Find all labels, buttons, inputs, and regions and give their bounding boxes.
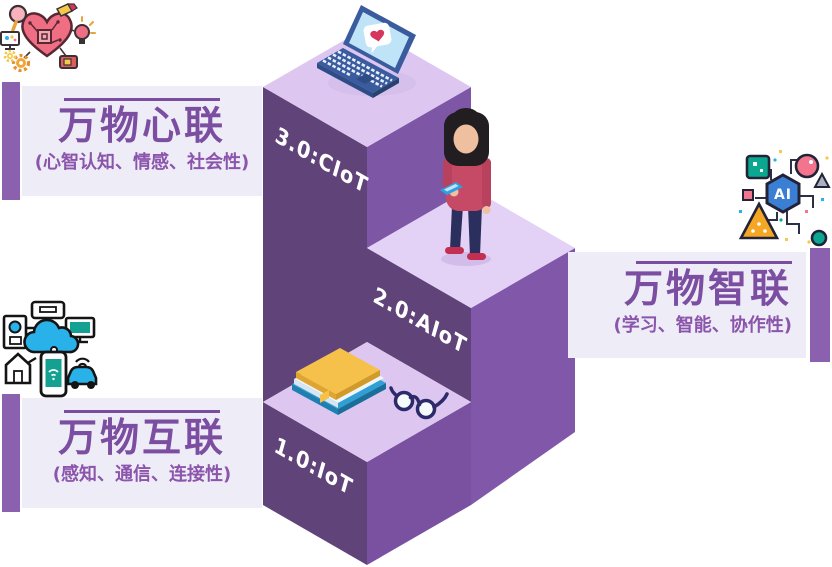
doorbell-camera-icon (2, 314, 28, 350)
callout-smart-bar (810, 248, 830, 362)
person-right-leg (468, 206, 482, 256)
step2-front-face (367, 248, 471, 402)
cloud-icon (23, 318, 80, 354)
ai-badge: AI (774, 187, 792, 203)
router-icon (30, 300, 66, 320)
person-left-arm (443, 158, 452, 192)
monitor-icon (0, 31, 20, 50)
callout-mind-title: 万物心联 (57, 104, 226, 149)
house-icon (4, 352, 32, 385)
callout-smart-rule (636, 261, 792, 264)
callout-smart: 万物智联 (学习、智能、协作性) (568, 248, 832, 362)
callout-inter-panel: 万物互联 (感知、通信、连接性) (22, 398, 262, 508)
magnifier-icon (8, 4, 28, 24)
triangle-shape (738, 201, 780, 240)
step1-right-face (367, 402, 471, 565)
ai-hexagon-icon: AI (738, 150, 831, 247)
person-left-leg (450, 206, 463, 250)
laptop-icon (317, 5, 416, 98)
chat-bubble-heart-icon (363, 22, 392, 54)
step1-front-face (263, 402, 367, 565)
glasses-icon (389, 386, 449, 420)
callout-smart-subtitle: (学习、智能、协作性) (613, 315, 792, 336)
person-left-shoe (445, 247, 464, 254)
square-small-shape (742, 189, 754, 201)
callout-mind-subtitle: (心智认知、情感、社会性) (34, 152, 250, 173)
smartphone-icon (39, 350, 68, 398)
person-right-shoe (467, 253, 486, 260)
square-shape (745, 154, 771, 180)
triangle-small-shape (813, 171, 831, 188)
gears-icon (3, 49, 31, 73)
person-face (453, 124, 479, 154)
circle-small-shape (810, 229, 828, 247)
laptop-keyboard (322, 50, 393, 88)
bookmark-tab (320, 390, 329, 403)
pencil-icon (55, 3, 78, 17)
laptop-base (317, 48, 399, 93)
callout-inter-bar (2, 394, 20, 512)
person-right-arm (482, 158, 491, 208)
car-icon (66, 357, 98, 389)
ai-hexagon (765, 173, 801, 214)
callout-inter-title: 万物互联 (57, 416, 226, 461)
book-icon (292, 348, 386, 415)
callout-mind-rule (64, 98, 220, 101)
callout-smart-panel: 万物智联 (学习、智能、协作性) (568, 252, 806, 358)
callout-smart-title: 万物智联 (623, 267, 792, 312)
camera-device-icon (59, 55, 78, 69)
step3-front-face (263, 87, 367, 402)
circle-shape (794, 153, 820, 179)
callout-mind-panel: 万物心联 (心智认知、情感、社会性) (22, 86, 262, 196)
person-sweater (446, 152, 488, 211)
callout-mind-bar (2, 82, 20, 200)
callout-inter-subtitle: (感知、通信、连接性) (52, 464, 232, 485)
laptop-trackpad (356, 73, 375, 84)
person-figure (440, 108, 491, 266)
heart-circuit-icon (0, 3, 96, 73)
chip-icon (37, 29, 52, 44)
callout-inter-rule (64, 410, 220, 413)
step2-right-face (471, 248, 575, 505)
callout-inter: 万物互联 (感知、通信、连接性) (0, 394, 262, 512)
callout-mind: 万物心联 (心智认知、情感、社会性) (0, 82, 262, 200)
lightbulb-icon (74, 16, 96, 44)
iot-cloud-icon (2, 300, 98, 398)
